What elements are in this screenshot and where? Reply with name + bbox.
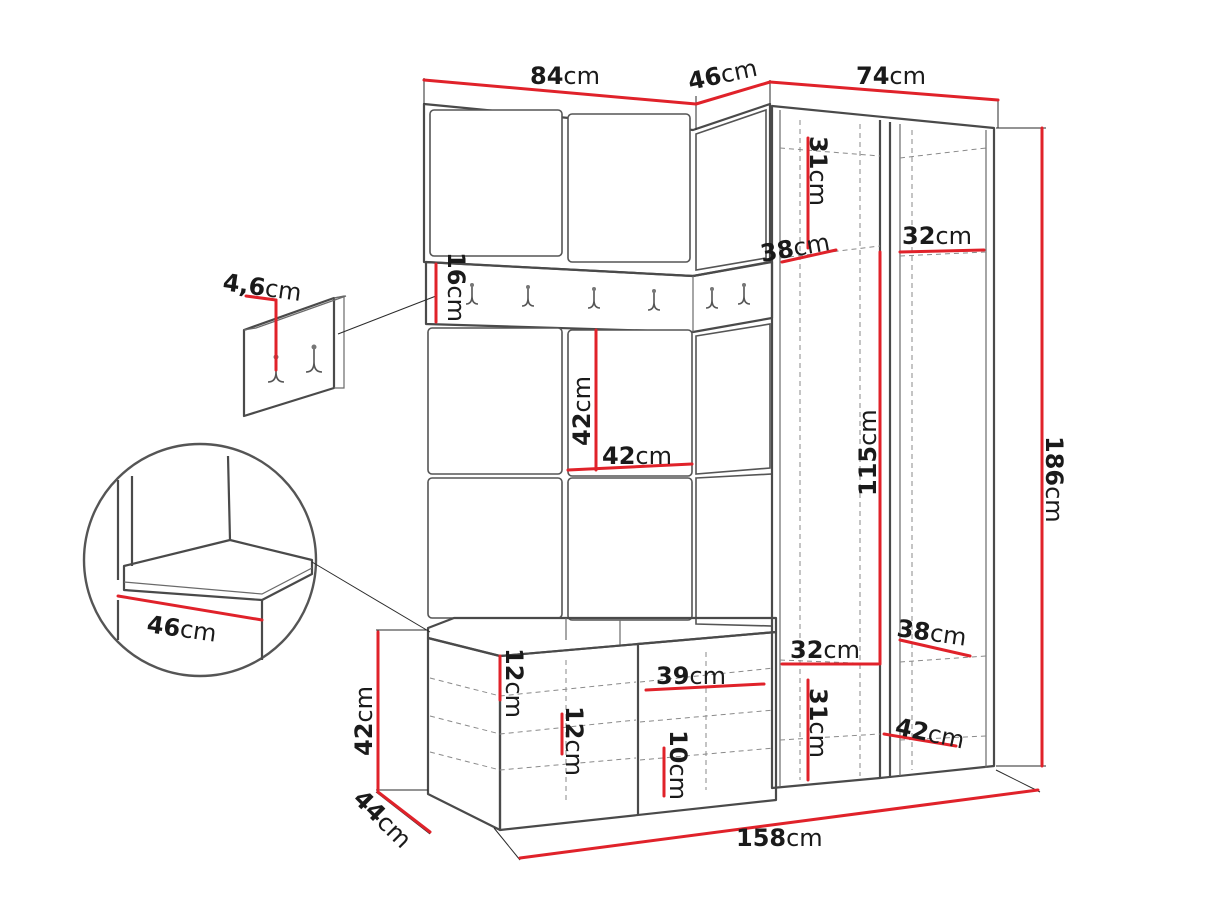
hooks-row — [465, 283, 751, 311]
label-bottom-compartment-height: 31cm — [804, 688, 832, 758]
double-hook-icon — [305, 344, 323, 373]
label-top-shelf-height: 31cm — [804, 136, 832, 206]
label-wardrobe-inner-height: 115cm — [854, 409, 882, 496]
label-bottom-right-depth: 42cm — [893, 712, 967, 754]
label-bench-shelf-width: 39cm — [656, 662, 726, 690]
wardrobe — [770, 104, 996, 790]
label-bench-shelf-1: 12cm — [500, 648, 528, 718]
dimension-labels: 84cm 46cm 74cm 186cm 158cm 44cm 42cm 16c… — [145, 54, 1068, 854]
label-top-shelf-depth: 38cm — [758, 228, 832, 268]
label-panel-height: 42cm — [568, 376, 596, 446]
double-hook-icon — [705, 287, 719, 309]
double-hook-icon — [587, 287, 601, 309]
label-lower-shelf-depth-right: 38cm — [895, 614, 968, 651]
hook-module-inset — [242, 295, 437, 418]
label-bench-height: 42cm — [350, 686, 378, 756]
label-total-width: 158cm — [736, 824, 823, 852]
wall-panels — [422, 102, 774, 627]
bench — [426, 616, 778, 832]
label-bench-shelf-2: 12cm — [560, 706, 588, 776]
hook-bar — [424, 260, 774, 334]
label-hook-depth: 4,6cm — [221, 268, 303, 307]
double-hook-icon — [737, 283, 751, 305]
label-seat-depth: 46cm — [145, 610, 218, 647]
double-hook-icon — [465, 283, 479, 305]
label-top-width-left: 84cm — [530, 62, 600, 90]
label-total-height: 186cm — [1040, 436, 1068, 523]
label-lower-shelf-depth-left: 32cm — [790, 636, 860, 664]
label-bench-shelf-3: 10cm — [664, 730, 692, 800]
label-panel-width: 42cm — [602, 442, 672, 470]
label-top-width-right: 74cm — [856, 62, 926, 90]
double-hook-icon — [521, 285, 535, 307]
dimension-lines — [116, 78, 1044, 860]
double-hook-icon — [647, 289, 661, 311]
label-right-shelf-depth: 32cm — [902, 222, 972, 250]
label-hook-bar-height: 16cm — [442, 252, 470, 322]
